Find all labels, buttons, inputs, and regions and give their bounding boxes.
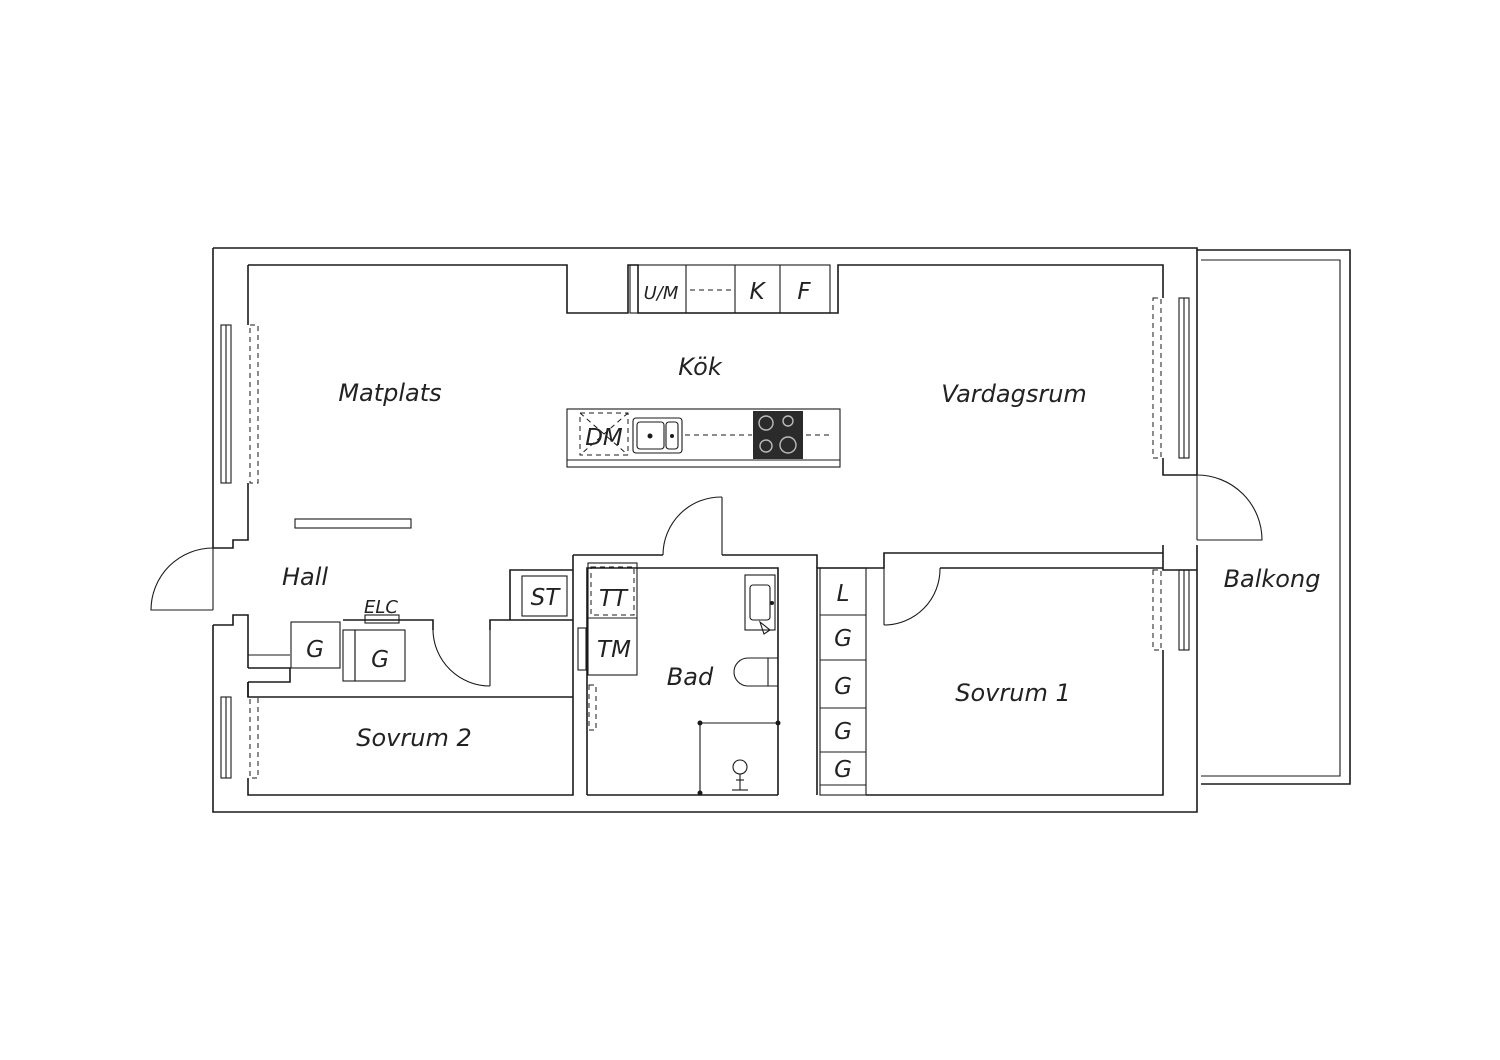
window-bedroom-2 bbox=[220, 696, 259, 779]
balcony bbox=[1197, 249, 1351, 785]
windows bbox=[220, 297, 1190, 779]
fixture-labels: U/M K F DM ST TT TM ELC G G L G G G G bbox=[306, 279, 852, 783]
room-label-balcony: Balkong bbox=[1224, 565, 1321, 593]
room-label-bedroom-1: Sovrum 1 bbox=[955, 679, 1070, 707]
room-label-dining: Matplats bbox=[338, 379, 441, 407]
sink-icon bbox=[632, 417, 683, 454]
entrance-door bbox=[150, 547, 214, 611]
fixture-label-g-4: G bbox=[834, 757, 852, 783]
fixture-label-tm: TM bbox=[597, 637, 631, 663]
fixture-label-g-1: G bbox=[834, 626, 852, 652]
laundry-column bbox=[587, 562, 638, 676]
fixture-label-tt: TT bbox=[599, 586, 629, 612]
bath-door bbox=[662, 496, 723, 556]
fixture-label-st: ST bbox=[531, 585, 562, 611]
hob-icon bbox=[753, 411, 803, 459]
fixture-label-dm: DM bbox=[585, 425, 623, 451]
fixture-label-k: K bbox=[749, 279, 766, 305]
window-living bbox=[1152, 297, 1190, 459]
room-label-hall: Hall bbox=[282, 563, 328, 591]
wardrobe-column bbox=[819, 567, 867, 796]
interior-walls bbox=[247, 554, 818, 796]
window-bedroom-1 bbox=[1152, 569, 1190, 651]
room-labels: Kök Matplats Vardagsrum Hall Bad Sovrum … bbox=[282, 353, 1320, 752]
washbasin-icon bbox=[744, 574, 776, 635]
toilet-icon bbox=[733, 657, 778, 687]
doors bbox=[150, 474, 1263, 687]
room-label-kitchen: Kök bbox=[678, 353, 723, 381]
shower-icon bbox=[697, 720, 781, 796]
window-bath bbox=[577, 627, 597, 731]
fixture-label-l: L bbox=[837, 581, 850, 607]
room-label-bedroom-2: Sovrum 2 bbox=[356, 724, 471, 752]
fixture-label-g-3: G bbox=[834, 719, 852, 745]
fixture-label-f: F bbox=[797, 279, 811, 305]
bedroom-2-door bbox=[432, 629, 491, 687]
bedroom-1-door bbox=[883, 567, 941, 626]
kitchen-island bbox=[566, 408, 841, 468]
fixture-label-elc: ELC bbox=[364, 597, 398, 618]
fixture-label-u-m: U/M bbox=[644, 283, 679, 304]
fixture-label-g-2: G bbox=[834, 674, 852, 700]
hall-fixtures bbox=[290, 518, 568, 682]
kitchen-tall-units bbox=[629, 264, 831, 314]
window-dining bbox=[220, 324, 259, 484]
room-label-living: Vardagsrum bbox=[941, 380, 1087, 408]
fixture-label-g-hall-2: G bbox=[371, 647, 389, 673]
balcony-door bbox=[1196, 474, 1263, 541]
room-label-bath: Bad bbox=[667, 663, 714, 691]
fixture-label-g-hall-1: G bbox=[306, 637, 324, 663]
